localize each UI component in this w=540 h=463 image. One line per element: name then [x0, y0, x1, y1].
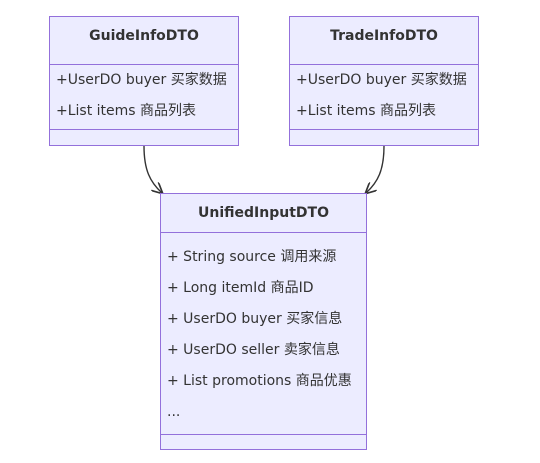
class-attributes: + String source 调用来源 + Long itemId 商品ID …	[161, 242, 366, 428]
class-divider	[290, 129, 478, 130]
class-divider	[161, 434, 366, 435]
attribute: + String source 调用来源	[167, 249, 337, 265]
edge-guide-to-unified	[143, 145, 162, 193]
class-trade-info-dto[interactable]: TradeInfoDTO +UserDO buyer 买家数据 +List it…	[289, 16, 479, 146]
attribute: ...	[167, 404, 181, 420]
class-divider	[290, 64, 478, 65]
class-attributes: +UserDO buyer 买家数据 +List items 商品列表	[50, 65, 238, 127]
attribute: +UserDO buyer 买家数据	[296, 72, 467, 88]
class-guide-info-dto[interactable]: GuideInfoDTO +UserDO buyer 买家数据 +List it…	[49, 16, 239, 146]
class-name: GuideInfoDTO	[89, 28, 199, 44]
attribute: + Long itemId 商品ID	[167, 280, 314, 296]
attribute: + UserDO seller 卖家信息	[167, 342, 340, 358]
attribute: +List items 商品列表	[296, 103, 437, 119]
class-divider	[50, 129, 238, 130]
attribute: +UserDO buyer 买家数据	[56, 72, 227, 88]
class-divider	[161, 232, 366, 233]
attribute: + UserDO buyer 买家信息	[167, 311, 343, 327]
class-name: TradeInfoDTO	[330, 28, 438, 44]
attribute: +List items 商品列表	[56, 103, 197, 119]
class-name: UnifiedInputDTO	[198, 205, 329, 221]
class-attributes: +UserDO buyer 买家数据 +List items 商品列表	[290, 65, 478, 127]
class-unified-input-dto[interactable]: UnifiedInputDTO + String source 调用来源 + L…	[160, 193, 367, 450]
class-divider	[50, 64, 238, 65]
attribute: + List promotions 商品优惠	[167, 373, 352, 389]
edge-trade-to-unified	[366, 145, 385, 193]
